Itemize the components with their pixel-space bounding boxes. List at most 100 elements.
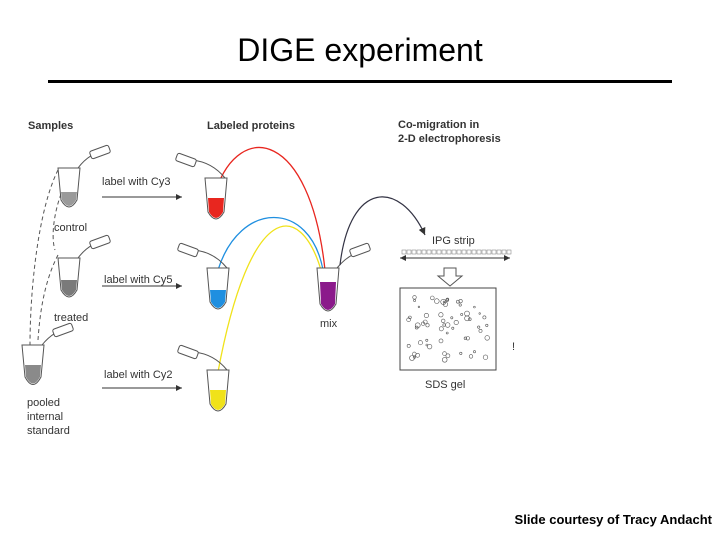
- gel-spot: [417, 340, 423, 346]
- gel-spot: [438, 338, 444, 344]
- ipg-strip-segment: [436, 249, 442, 255]
- ipg-strip-segment: [451, 249, 457, 255]
- gel-spot: [485, 323, 489, 327]
- ipg-strip-segment: [461, 249, 467, 255]
- arc-to-ipg: [339, 196, 426, 266]
- gel-spot: [463, 336, 468, 340]
- gel-spot: [441, 318, 446, 324]
- gel-spot: [414, 325, 419, 330]
- gel-spot: [425, 323, 430, 328]
- gel-spot: [473, 350, 476, 354]
- label-pooled-3: standard: [27, 425, 70, 437]
- ipg-strip-segment: [491, 249, 497, 255]
- gel-spot: [459, 351, 463, 355]
- gel-spot: [442, 323, 446, 327]
- slide-title: DIGE experiment: [237, 32, 483, 68]
- label-treated: treated: [54, 312, 88, 324]
- gel-spot: [423, 312, 429, 318]
- stray-mark: !: [512, 341, 515, 353]
- label-cy5: label with Cy5: [104, 274, 172, 286]
- down-arrow-icon: [436, 267, 464, 287]
- label-pooled-1: pooled: [27, 397, 60, 409]
- gel-spot: [427, 344, 433, 350]
- label-ipg-strip: IPG strip: [432, 235, 475, 247]
- header-comigration-1: Co-migration in: [398, 119, 480, 131]
- label-pooled-2: internal: [27, 411, 63, 423]
- ipg-strip-segment: [506, 249, 512, 255]
- ipg-strip-segment: [476, 249, 482, 255]
- tube-cy5: [177, 242, 230, 310]
- gel-spot: [456, 299, 460, 304]
- gel-spot: [453, 319, 459, 325]
- arc-cy2: [217, 225, 322, 373]
- ipg-strip-segment: [441, 249, 447, 255]
- ipg-arrow-left: [400, 255, 406, 261]
- gel-spot: [406, 343, 411, 348]
- gel-spot: [425, 338, 429, 342]
- tube-mix: [316, 242, 371, 312]
- gel-spot: [451, 326, 455, 330]
- gel-spot: [406, 317, 411, 322]
- gel-spot: [482, 315, 487, 320]
- gel-spot: [478, 312, 481, 315]
- label-sds-gel: SDS gel: [425, 379, 465, 391]
- gel-spot: [422, 319, 428, 325]
- label-cy2: label with Cy2: [104, 369, 172, 381]
- tube-treated: [57, 234, 111, 298]
- label-mix: mix: [320, 318, 338, 330]
- gel-spot: [477, 325, 481, 329]
- gel-spot: [445, 353, 451, 359]
- slide-credit: Slide courtesy of Tracy Andacht: [514, 512, 712, 527]
- gel-spot: [442, 301, 448, 307]
- gel-spot: [413, 299, 417, 302]
- gel-spot: [438, 326, 444, 332]
- ipg-strip-segment: [406, 249, 412, 255]
- gel-spot: [412, 355, 416, 359]
- gel-spot: [473, 305, 476, 309]
- gel-spot: [414, 322, 421, 329]
- tube-pooled: [21, 322, 74, 385]
- header-labeled-proteins: Labeled proteins: [207, 120, 295, 132]
- header-samples: Samples: [28, 120, 73, 132]
- title-underline: [48, 80, 672, 83]
- arc-cy3: [215, 147, 326, 271]
- gel-spot: [464, 315, 470, 322]
- arc-cy5: [217, 217, 324, 271]
- tube-control: [57, 144, 111, 208]
- ipg-strip-segment: [496, 249, 502, 255]
- gel-spot: [442, 357, 448, 363]
- ipg-strip-segment: [421, 249, 427, 255]
- gel-spot: [417, 305, 421, 309]
- gel-spot: [478, 328, 483, 333]
- gel-spot: [445, 331, 449, 335]
- ipg-strip-segment: [411, 249, 417, 255]
- tube-cy2: [177, 344, 230, 412]
- ipg-strip-segment: [471, 249, 477, 255]
- ipg-strip-icon: [401, 249, 512, 255]
- ipg-strip-segment: [431, 249, 437, 255]
- gel-spot: [465, 336, 470, 341]
- label-control: control: [54, 222, 87, 234]
- gel-spot: [458, 299, 463, 304]
- label-cy3: label with Cy3: [102, 176, 170, 188]
- ipg-strip-segment: [456, 249, 462, 255]
- ipg-strip-segment: [486, 249, 492, 255]
- gel-spot: [430, 295, 435, 301]
- ipg-strip-segment: [401, 249, 407, 255]
- ipg-arrow-right: [504, 255, 510, 261]
- ipg-strip-segment: [446, 249, 452, 255]
- gel-spot: [415, 352, 420, 358]
- dashed-flow-treated: [37, 254, 59, 341]
- ipg-strip-segment: [416, 249, 422, 255]
- gel-spot: [482, 354, 489, 360]
- gel-spot: [468, 354, 474, 359]
- gel-spot: [450, 316, 454, 320]
- gel-spot: [434, 298, 440, 304]
- gel-spot: [438, 312, 444, 318]
- gel-spot: [484, 335, 490, 341]
- ipg-strip-segment: [481, 249, 487, 255]
- ipg-strip-segment: [426, 249, 432, 255]
- gel-spot: [445, 298, 449, 302]
- gel-spot: [442, 351, 447, 356]
